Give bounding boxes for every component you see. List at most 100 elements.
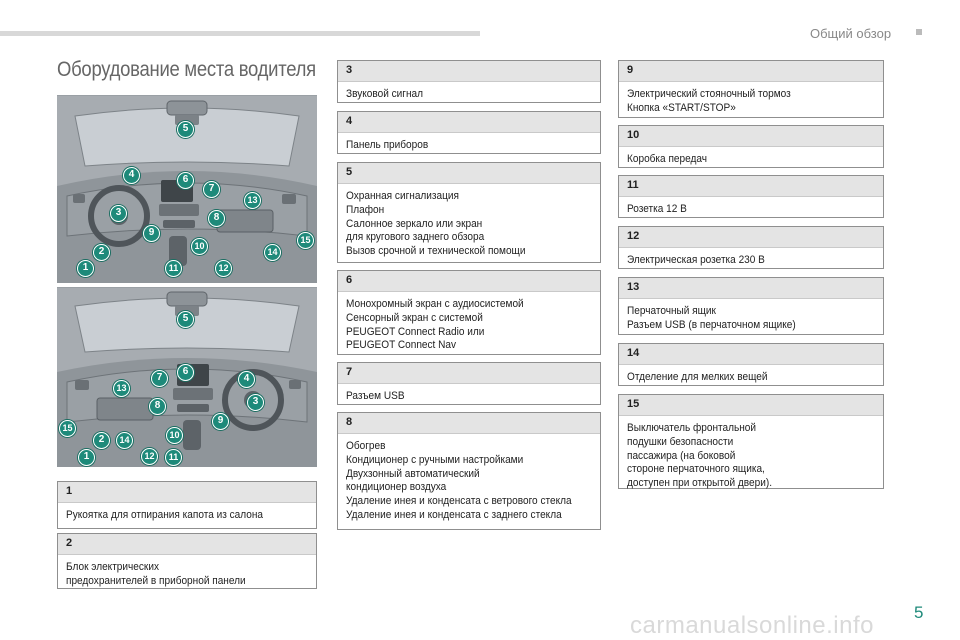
item-text: Удаление инея и конденсата с ветрового с… [346, 495, 572, 508]
item-number: 7 [338, 363, 600, 384]
callout-4: 4 [123, 167, 140, 184]
item-text: кондиционер воздуха [346, 481, 447, 494]
item-text: Электрический стояночный тормоз [627, 88, 791, 100]
item-number: 11 [619, 176, 883, 197]
callout-10: 10 [191, 238, 208, 255]
item-box-13: 13 Перчаточный ящик Разъем USB (в перчат… [618, 277, 884, 335]
item-text: Обогрев [346, 440, 386, 452]
item-number: 1 [58, 482, 316, 503]
item-text: Охранная сигнализация [346, 190, 459, 202]
callout-6: 6 [177, 364, 194, 381]
callout-8: 8 [149, 398, 166, 415]
callout-5: 5 [177, 121, 194, 138]
item-text: Вызов срочной и технической помощи [346, 245, 526, 258]
item-text: Выключатель фронтальной [627, 422, 757, 434]
callout-11: 11 [165, 449, 182, 466]
page-title: Оборудование места водителя [57, 58, 316, 81]
item-box-7: 7 Разъем USB [337, 362, 601, 405]
item-text: Рукоятка для отпирания капота из салона [66, 509, 264, 521]
item-box-15: 15 Выключатель фронтальной подушки безоп… [618, 394, 884, 489]
callout-5: 5 [177, 311, 194, 328]
item-text: Перчаточный ящик [627, 305, 716, 317]
item-text: Панель приборов [346, 139, 429, 151]
item-box-4: 4 Панель приборов [337, 111, 601, 154]
callout-12: 12 [141, 448, 158, 465]
item-box-10: 10 Коробка передач [618, 125, 884, 168]
item-text: Кнопка «START/STOP» [627, 101, 736, 114]
callout-3: 3 [110, 205, 127, 222]
item-box-3: 3 Звуковой сигнал [337, 60, 601, 103]
callout-4: 4 [238, 371, 255, 388]
callout-12: 12 [215, 260, 232, 277]
watermark: carmanualsonline.info [630, 612, 874, 639]
item-text: Коробка передач [627, 153, 707, 165]
item-box-1: 1 Рукоятка для отпирания капота из салон… [57, 481, 317, 529]
callout-7: 7 [151, 370, 168, 387]
callout-3: 3 [247, 394, 264, 411]
item-number: 4 [338, 112, 600, 133]
item-box-2: 2 Блок электрических предохранителей в п… [57, 533, 317, 589]
callout-8: 8 [208, 210, 225, 227]
header-rule [0, 31, 480, 36]
item-text: стороне перчаточного ящика, [627, 463, 765, 476]
item-number: 13 [619, 278, 883, 299]
item-text: Монохромный экран с аудиосистемой [346, 298, 524, 310]
item-text: доступен при открытой двери). [627, 477, 772, 490]
item-number: 3 [338, 61, 600, 82]
item-box-6: 6 Монохромный экран с аудиосистемой Сенс… [337, 270, 601, 355]
item-text: PEUGEOT Connect Nav [346, 339, 457, 352]
item-box-11: 11 Розетка 12 В [618, 175, 884, 218]
item-text: PEUGEOT Connect Radio или [346, 325, 485, 338]
item-text: Салонное зеркало или экран [346, 217, 483, 230]
item-box-5: 5 Охранная сигнализация Плафон Салонное … [337, 162, 601, 263]
section-title: Общий обзор [810, 26, 892, 41]
item-number: 12 [619, 227, 883, 248]
callout-13: 13 [113, 380, 130, 397]
item-text: Электрическая розетка 230 В [627, 254, 765, 266]
item-number: 15 [619, 395, 883, 416]
callout-15: 15 [59, 420, 76, 437]
callout-7: 7 [203, 181, 220, 198]
callout-15: 15 [297, 232, 314, 249]
callout-6: 6 [177, 172, 194, 189]
item-box-14: 14 Отделение для мелких вещей [618, 343, 884, 386]
callout-2: 2 [93, 244, 110, 261]
item-number: 6 [338, 271, 600, 292]
callout-1: 1 [77, 260, 94, 277]
item-number: 2 [58, 534, 316, 555]
item-number: 14 [619, 344, 883, 365]
item-text: для кругового заднего обзора [346, 231, 485, 244]
item-text: Двухзонный автоматический [346, 467, 480, 480]
item-text: Плафон [346, 203, 385, 216]
item-number: 10 [619, 126, 883, 147]
item-number: 9 [619, 61, 883, 82]
page-number: 5 [914, 603, 924, 622]
item-text: Отделение для мелких вещей [627, 371, 768, 383]
callout-2: 2 [93, 432, 110, 449]
item-box-12: 12 Электрическая розетка 230 В [618, 226, 884, 269]
item-text: Кондиционер с ручными настройками [346, 453, 524, 466]
callout-1: 1 [78, 449, 95, 466]
callout-11: 11 [165, 260, 182, 277]
callout-14: 14 [264, 244, 281, 261]
item-text: подушки безопасности [627, 435, 734, 448]
item-text: Удаление инея и конденсата с заднего сте… [346, 508, 562, 521]
item-number: 5 [338, 163, 600, 184]
callout-13: 13 [244, 192, 261, 209]
item-text: пассажира (на боковой [627, 449, 736, 462]
header-marker [916, 29, 922, 35]
callout-9: 9 [212, 413, 229, 430]
item-box-9: 9 Электрический стояночный тормоз Кнопка… [618, 60, 884, 118]
item-number: 8 [338, 413, 600, 434]
item-text: Розетка 12 В [627, 203, 687, 215]
callout-10: 10 [166, 427, 183, 444]
item-box-8: 8 Обогрев Кондиционер с ручными настройк… [337, 412, 601, 530]
item-text: Блок электрических [66, 561, 159, 573]
callout-14: 14 [116, 432, 133, 449]
item-text: предохранителей в приборной панели [66, 574, 246, 587]
item-text: Звуковой сигнал [346, 88, 423, 100]
item-text: Разъем USB [346, 390, 405, 402]
item-text: Разъем USB (в перчаточном ящике) [627, 318, 796, 331]
callout-9: 9 [143, 225, 160, 242]
item-text: Сенсорный экран с системой [346, 311, 483, 324]
